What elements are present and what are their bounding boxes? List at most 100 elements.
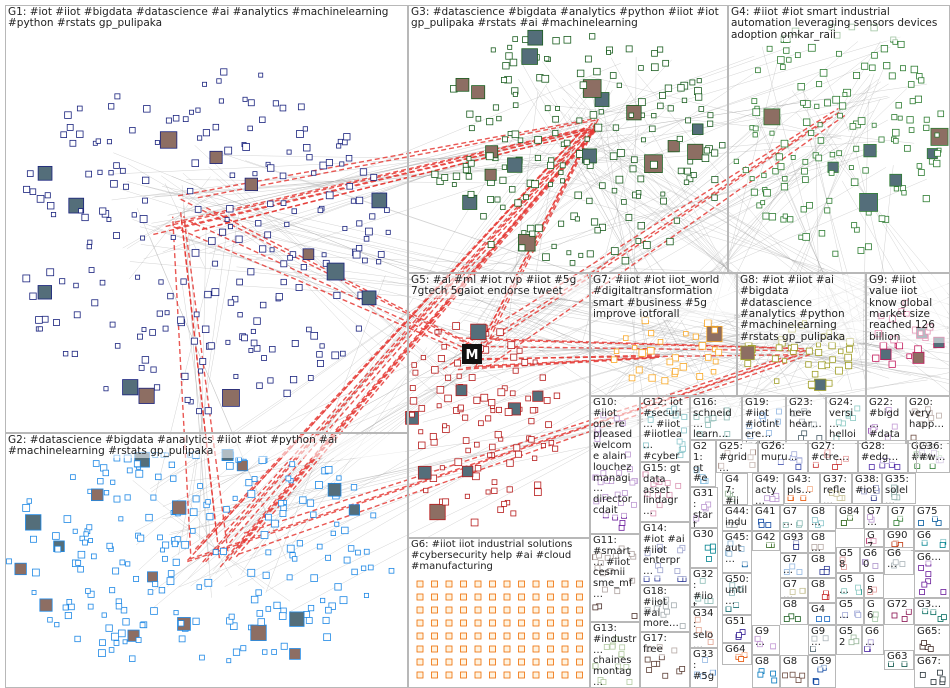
node[interactable] [431, 645, 438, 653]
node[interactable] [507, 157, 523, 173]
node[interactable] [547, 580, 554, 588]
node[interactable] [805, 347, 813, 355]
node[interactable] [454, 458, 463, 467]
node[interactable] [508, 186, 516, 193]
node[interactable] [923, 116, 930, 123]
group-box-g37[interactable]: G37: refle… [820, 473, 852, 504]
node[interactable] [499, 176, 507, 184]
node[interactable] [539, 374, 546, 381]
node[interactable] [518, 593, 525, 601]
node[interactable] [47, 617, 53, 623]
node[interactable] [894, 464, 901, 470]
node[interactable] [247, 568, 256, 577]
group-box-g34[interactable]: G34: selo… [690, 607, 718, 648]
node[interactable] [278, 612, 287, 620]
node[interactable] [490, 408, 496, 414]
node[interactable] [576, 671, 583, 679]
node[interactable] [92, 460, 100, 467]
node[interactable] [880, 45, 889, 53]
node[interactable] [431, 593, 438, 601]
node[interactable] [553, 392, 561, 399]
node[interactable] [552, 130, 559, 137]
node[interactable] [97, 169, 103, 175]
node[interactable] [167, 292, 174, 300]
node[interactable] [579, 81, 588, 89]
group-box-g67[interactable]: G67: [914, 655, 950, 688]
node[interactable] [757, 671, 764, 678]
node[interactable] [559, 162, 566, 169]
node[interactable] [346, 183, 354, 190]
node[interactable] [273, 601, 281, 609]
node[interactable] [248, 348, 254, 353]
node[interactable] [416, 606, 424, 614]
node[interactable] [545, 421, 552, 428]
node[interactable] [711, 194, 718, 201]
node[interactable] [470, 323, 487, 340]
group-box-g7c[interactable]: G7… [780, 553, 808, 578]
node[interactable] [436, 177, 444, 185]
node[interactable] [154, 140, 160, 145]
node[interactable] [491, 487, 498, 494]
node[interactable] [576, 645, 583, 653]
group-box-g49[interactable]: G49: acty… [752, 473, 784, 505]
node[interactable] [464, 493, 470, 499]
group-box-g9a[interactable]: G9… [752, 625, 780, 655]
node[interactable] [416, 658, 424, 666]
node[interactable] [127, 629, 140, 642]
node[interactable] [610, 356, 618, 363]
node[interactable] [220, 68, 228, 76]
node[interactable] [196, 584, 202, 590]
node[interactable] [371, 192, 388, 209]
node[interactable] [302, 248, 315, 260]
node[interactable] [46, 268, 55, 277]
node[interactable] [651, 660, 657, 667]
group-box-g93[interactable]: G93 [780, 531, 808, 553]
node[interactable] [485, 489, 491, 495]
node[interactable] [189, 528, 196, 534]
node[interactable] [817, 137, 825, 144]
node[interactable] [660, 191, 666, 197]
node[interactable] [409, 385, 416, 391]
node[interactable] [487, 196, 495, 203]
node[interactable] [445, 593, 453, 601]
node[interactable] [462, 414, 469, 421]
node[interactable] [544, 105, 551, 112]
node[interactable] [141, 356, 150, 364]
node[interactable] [236, 278, 243, 286]
node[interactable] [850, 178, 859, 186]
node[interactable] [659, 91, 666, 99]
node[interactable] [661, 377, 669, 385]
node[interactable] [73, 311, 81, 319]
node[interactable] [385, 229, 391, 235]
node[interactable] [431, 606, 438, 614]
node[interactable] [365, 227, 373, 236]
node[interactable] [534, 154, 541, 161]
node[interactable] [192, 617, 200, 625]
group-box-g63[interactable]: G63 [884, 650, 914, 670]
node[interactable] [740, 345, 755, 360]
node[interactable] [547, 632, 554, 640]
node[interactable] [918, 520, 924, 526]
node[interactable] [755, 67, 761, 74]
node[interactable] [657, 102, 664, 110]
node[interactable] [685, 117, 692, 124]
node[interactable] [230, 622, 238, 630]
node[interactable] [510, 510, 517, 517]
node[interactable] [209, 150, 223, 164]
node[interactable] [576, 606, 583, 614]
node[interactable] [91, 553, 97, 560]
node[interactable] [416, 632, 424, 640]
node[interactable] [937, 110, 945, 118]
group-box-g31[interactable]: G31: start [690, 487, 718, 528]
node[interactable] [260, 531, 269, 539]
node[interactable] [31, 590, 37, 595]
node[interactable] [468, 374, 476, 381]
node[interactable] [193, 311, 200, 318]
node[interactable] [560, 178, 565, 184]
node[interactable] [325, 606, 332, 614]
node[interactable] [322, 616, 330, 624]
node[interactable] [733, 158, 739, 164]
node[interactable] [836, 150, 843, 157]
node[interactable] [487, 452, 493, 458]
node[interactable] [26, 170, 34, 177]
